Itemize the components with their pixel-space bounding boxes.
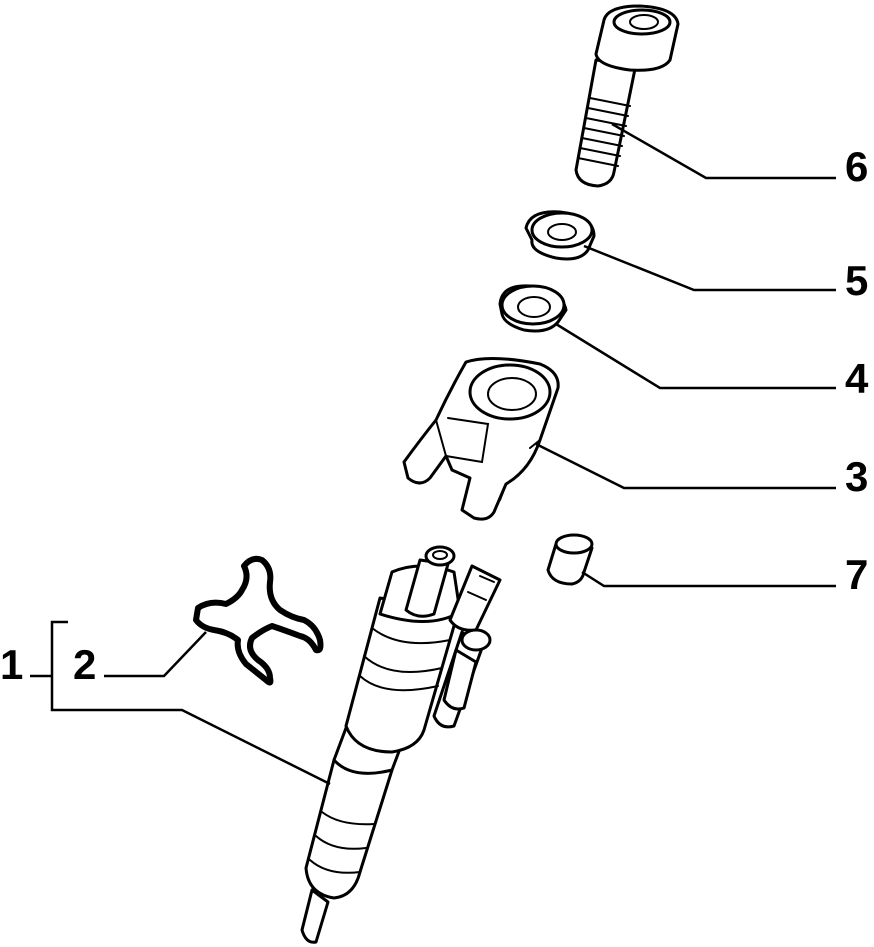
callout-7: 7 (845, 551, 868, 598)
bolt-part (574, 4, 680, 188)
leader-7 (581, 570, 836, 588)
bracket-1 (30, 620, 331, 786)
callout-3: 3 (845, 453, 868, 500)
leader-lines (30, 122, 836, 786)
callout-5: 5 (845, 257, 868, 304)
leader-3 (535, 442, 836, 490)
spherical-washer-part (524, 210, 596, 261)
leader-6 (611, 122, 836, 180)
callout-2: 2 (73, 641, 96, 688)
callout-6: 6 (845, 143, 868, 190)
leader-5 (583, 244, 836, 292)
leader-4 (555, 322, 836, 390)
clamp-bracket-part (402, 356, 560, 521)
callout-1: 1 (0, 641, 23, 688)
leader-2 (104, 631, 207, 678)
callout-4: 4 (845, 355, 869, 402)
concave-washer-part (498, 284, 568, 333)
injector-part (300, 545, 502, 944)
sleeve-part (546, 533, 594, 586)
wire-clip-part (193, 555, 324, 686)
